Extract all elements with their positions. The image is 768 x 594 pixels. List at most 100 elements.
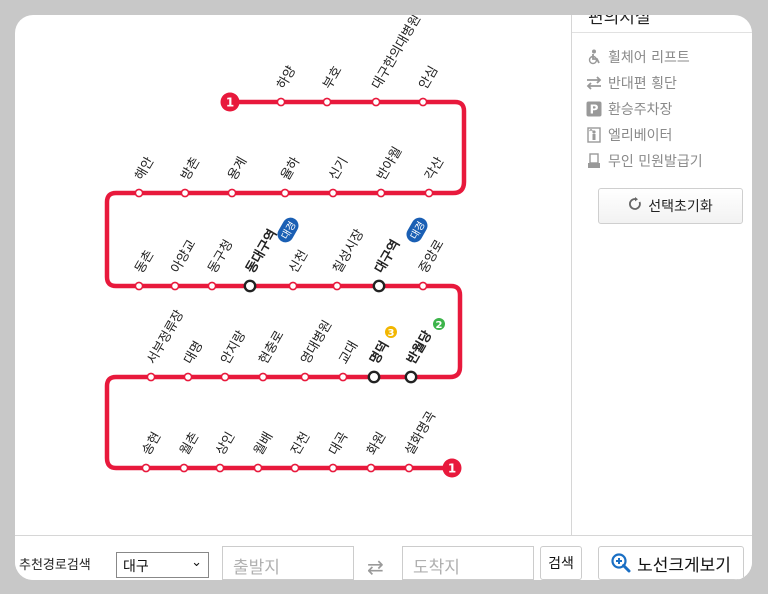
chevron-down-icon: ⌄ xyxy=(191,555,202,570)
station-marker[interactable] xyxy=(367,370,381,384)
station-label[interactable]: 대구한의대병원 xyxy=(369,15,424,92)
station-label[interactable]: 부호 xyxy=(320,64,345,92)
station-label[interactable]: 대명 xyxy=(181,339,206,367)
station-label[interactable]: 진천 xyxy=(288,430,313,458)
station-label[interactable]: 설화명곡 xyxy=(402,409,439,458)
station-marker[interactable] xyxy=(141,463,151,473)
station-label[interactable]: 대곡 xyxy=(326,430,351,458)
station-marker[interactable] xyxy=(179,463,189,473)
station-marker[interactable] xyxy=(183,372,193,382)
station-label[interactable]: 대구역 xyxy=(372,237,404,276)
departure-placeholder: 출발지 xyxy=(233,558,280,578)
station-label[interactable]: 명덕 xyxy=(367,338,393,367)
station-marker[interactable] xyxy=(328,188,338,198)
station-label[interactable]: 해안 xyxy=(132,155,157,183)
station-label[interactable]: 영대병원 xyxy=(298,318,335,367)
station-marker[interactable] xyxy=(366,463,376,473)
station-label[interactable]: 월배 xyxy=(251,430,276,458)
kiosk-icon xyxy=(586,153,602,169)
station-marker[interactable] xyxy=(338,372,348,382)
station-marker[interactable] xyxy=(372,279,386,293)
station-marker[interactable] xyxy=(215,463,225,473)
facility-label: 무인 민원발급기 xyxy=(608,154,703,170)
station-marker[interactable] xyxy=(227,188,237,198)
station-label[interactable]: 신천 xyxy=(286,248,311,276)
station-marker[interactable] xyxy=(146,372,156,382)
station-label[interactable]: 서부정류장 xyxy=(144,308,187,367)
city-select[interactable]: 대구 ⌄ xyxy=(116,552,209,578)
station-label[interactable]: 현충로 xyxy=(256,328,287,367)
facility-title: 편의시설 xyxy=(584,15,655,28)
station-marker[interactable] xyxy=(371,97,381,107)
station-marker[interactable] xyxy=(207,281,217,291)
facility-wheelchair-lift[interactable]: 휠체어 리프트 xyxy=(586,47,690,67)
station-label[interactable]: 상인 xyxy=(213,430,238,458)
station-label[interactable]: 교대 xyxy=(336,339,361,367)
station-label[interactable]: 칠성시장 xyxy=(330,227,367,276)
station-marker[interactable] xyxy=(424,188,434,198)
arrival-placeholder: 도착지 xyxy=(413,558,460,578)
line1-terminal-badge-label: 1 xyxy=(226,96,234,110)
station-marker[interactable] xyxy=(276,97,286,107)
station-marker[interactable] xyxy=(418,97,428,107)
station-marker[interactable] xyxy=(253,463,263,473)
line1-track xyxy=(104,99,467,471)
station-label[interactable]: 중앙로 xyxy=(416,237,447,276)
facility-label: 반대편 횡단 xyxy=(608,76,677,92)
reset-selection-button[interactable]: 선택초기화 xyxy=(598,188,743,224)
station-marker[interactable] xyxy=(418,281,428,291)
station-label[interactable]: 월촌 xyxy=(177,430,202,458)
daegyeong-badge xyxy=(406,217,428,243)
station-marker[interactable] xyxy=(134,188,144,198)
station-label[interactable]: 방촌 xyxy=(178,155,203,183)
zoom-route-button[interactable]: 노선크게보기 xyxy=(598,546,744,580)
departure-input[interactable]: 출발지 xyxy=(222,546,354,580)
station-marker[interactable] xyxy=(134,281,144,291)
station-label[interactable]: 송현 xyxy=(139,430,164,458)
facility-elevator[interactable]: 엘리베이터 xyxy=(586,125,672,145)
station-marker[interactable] xyxy=(328,463,338,473)
station-label[interactable]: 하양 xyxy=(274,64,299,92)
station-label[interactable]: 율하 xyxy=(278,155,303,183)
search-button-label: 검색 xyxy=(548,556,574,572)
station-label[interactable]: 화원 xyxy=(364,430,389,458)
facility-parking[interactable]: P 환승주차장 xyxy=(586,99,672,119)
station-label[interactable]: 동대구역 xyxy=(243,227,281,276)
station-label[interactable]: 안심 xyxy=(416,64,441,92)
facility-crossing[interactable]: 반대편 횡단 xyxy=(586,73,677,93)
search-button[interactable]: 검색 xyxy=(540,546,582,580)
station-marker[interactable] xyxy=(180,188,190,198)
station-label[interactable]: 반월당 xyxy=(404,328,436,367)
station-marker[interactable] xyxy=(280,188,290,198)
station-marker[interactable] xyxy=(288,281,298,291)
station-label[interactable]: 각산 xyxy=(422,155,447,183)
station-marker[interactable] xyxy=(258,372,268,382)
station-label[interactable]: 신기 xyxy=(326,155,351,183)
station-marker[interactable] xyxy=(290,463,300,473)
station-label[interactable]: 아양교 xyxy=(168,237,199,276)
arrival-input[interactable]: 도착지 xyxy=(402,546,534,580)
station-label[interactable]: 용계 xyxy=(225,155,250,183)
transfer-badge-label: 3 xyxy=(388,328,395,339)
station-marker[interactable] xyxy=(220,372,230,382)
station-label[interactable]: 동구청 xyxy=(205,237,236,276)
facility-panel: 편의시설 휠체어 리프트 반대편 횡단 P 환승주차장 엘리베이터 xyxy=(571,15,752,535)
station-label[interactable]: 안지랑 xyxy=(218,328,249,367)
station-marker[interactable] xyxy=(376,188,386,198)
line1-terminal-badge-label: 1 xyxy=(448,462,456,476)
station-marker[interactable] xyxy=(243,279,257,293)
station-marker[interactable] xyxy=(170,281,180,291)
station-marker[interactable] xyxy=(322,97,332,107)
station-marker[interactable] xyxy=(332,281,342,291)
station-marker[interactable] xyxy=(404,463,414,473)
station-label[interactable]: 반야월 xyxy=(374,144,405,183)
swap-icon[interactable]: ⇄ xyxy=(367,555,384,579)
facility-label: 환승주차장 xyxy=(608,102,673,118)
station-marker[interactable] xyxy=(404,370,418,384)
station-label[interactable]: 동촌 xyxy=(132,248,157,276)
facility-kiosk[interactable]: 무인 민원발급기 xyxy=(586,151,703,171)
elevator-icon xyxy=(586,127,602,143)
station-marker[interactable] xyxy=(300,372,310,382)
